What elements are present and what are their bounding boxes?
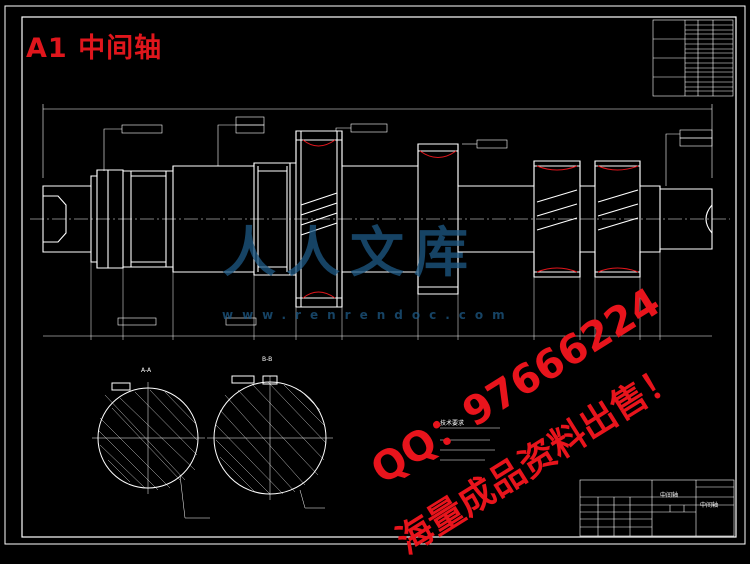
technical-notes-lines [440,427,500,461]
section-b-b [207,375,333,509]
outer-border [4,5,746,545]
watermark-url: www.renrendoc.com [222,308,514,322]
notes-title: 技术要求 [440,420,465,427]
drawing-title: A1 中间轴 [26,33,163,64]
section-label-b: B-B [262,356,273,363]
title-block-name: 中间轴 [660,492,679,499]
drawing-canvas [4,5,746,545]
title-block [579,479,735,537]
section-label-a: A-A [141,367,152,374]
lower-dimensions [43,252,712,340]
shaft-outline [42,130,713,308]
tolerance-callouts [103,116,713,326]
watermark-logo-text: 人人文库 [222,221,478,284]
red-section-marks [302,139,639,299]
title-block-part-name: 中间轴 [700,502,719,509]
section-a-a [92,382,210,519]
overall-dimension [42,104,713,178]
inner-border [21,16,737,538]
parameter-table [652,19,734,97]
cad-drawing: A1 中间轴 A-A B-B 技术要求 中间轴 中间轴 人人文库 www.ren… [4,5,746,563]
